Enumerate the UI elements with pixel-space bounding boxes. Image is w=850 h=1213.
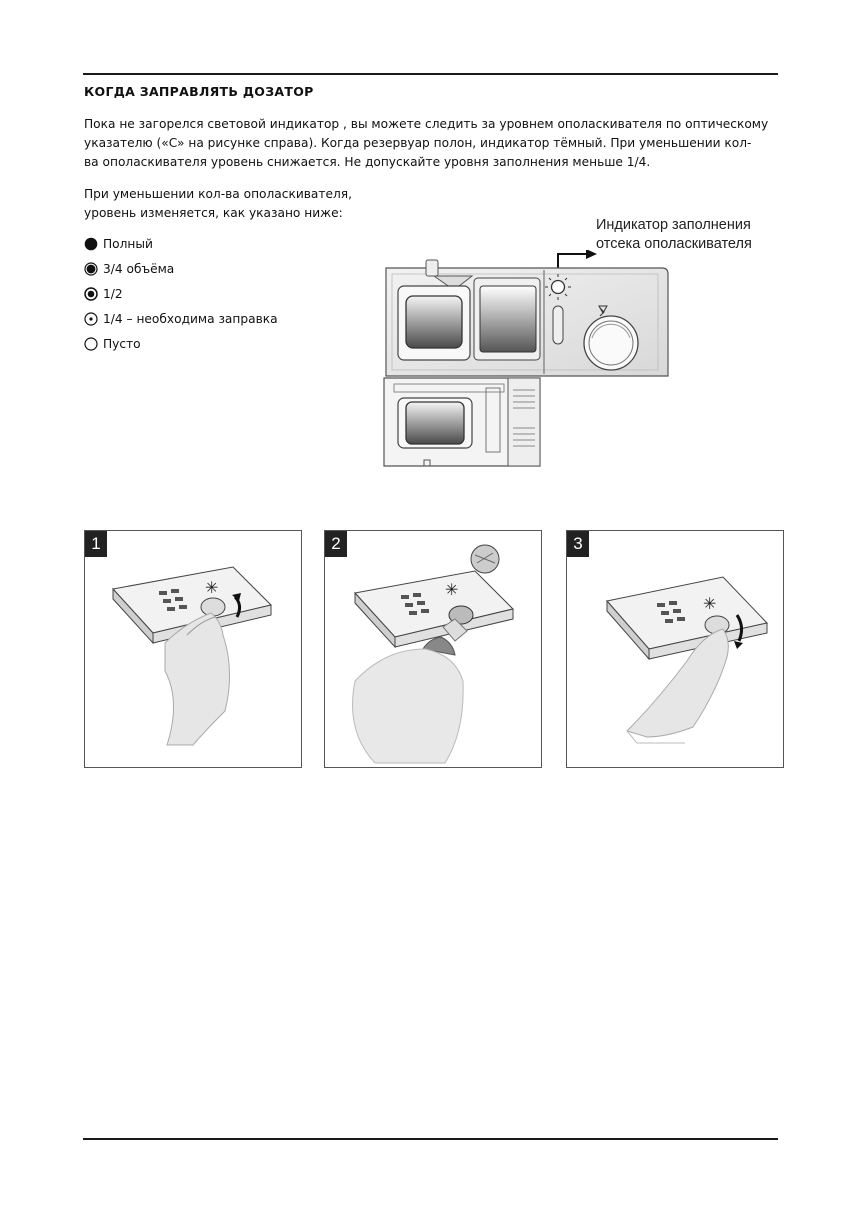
- empty-circle-icon: [84, 336, 98, 351]
- paragraph-line: Пока не загорелся световой индикатор , в…: [84, 117, 769, 131]
- step-panel-1: ✳ 1: [84, 530, 302, 768]
- paragraph-line: ва ополаскивателя уровень снижается. Не …: [84, 155, 651, 169]
- paragraph-line: уровень изменяется, как указано ниже:: [84, 206, 343, 220]
- step-1-illustration: ✳: [112, 566, 272, 746]
- three-quarter-circle-icon: [84, 261, 98, 276]
- list-item: Полный: [84, 231, 278, 256]
- section-title: КОГДА ЗАПРАВЛЯТЬ ДОЗАТОР: [84, 84, 314, 99]
- list-item: 3/4 объёма: [84, 256, 278, 281]
- indicator-callout: Индикатор заполнения отсека ополаскивате…: [596, 216, 752, 254]
- svg-text:✳: ✳: [205, 578, 218, 597]
- dispenser-diagram: [383, 250, 669, 467]
- fill-level-list: Полный 3/4 объёма 1/2 1/4 – необходима з…: [84, 231, 278, 356]
- level-label: Пусто: [103, 336, 141, 351]
- paragraph-line: При уменьшении кол-ва ополаскивателя,: [84, 187, 352, 201]
- svg-text:✳: ✳: [703, 594, 716, 613]
- list-item: 1/4 – необходима заправка: [84, 306, 278, 331]
- top-rule: [83, 73, 778, 75]
- full-circle-icon: [84, 237, 98, 250]
- step-3-illustration: ✳: [606, 576, 768, 744]
- callout-line: отсека ополаскивателя: [596, 236, 752, 252]
- bottom-rule: [83, 1138, 778, 1140]
- step-panel-3: ✳ 3: [566, 530, 784, 768]
- level-label: 3/4 объёма: [103, 261, 175, 276]
- paragraph-line: указателю («C» на рисунке справа). Когда…: [84, 136, 752, 150]
- step-panel-2: ✳ 2: [324, 530, 542, 768]
- level-label: 1/2: [103, 286, 123, 301]
- step-number: 1: [85, 531, 107, 557]
- step-number: 2: [325, 531, 347, 557]
- callout-line: Индикатор заполнения: [596, 217, 751, 233]
- level-label: 1/4 – необходима заправка: [103, 311, 278, 326]
- svg-text:✳: ✳: [445, 580, 458, 599]
- step-number: 3: [567, 531, 589, 557]
- step-2-illustration: ✳: [352, 544, 514, 764]
- level-label: Полный: [103, 236, 153, 251]
- quarter-circle-icon: [84, 311, 98, 326]
- half-circle-icon: [84, 286, 98, 301]
- list-item: 1/2: [84, 281, 278, 306]
- list-item: Пусто: [84, 331, 278, 356]
